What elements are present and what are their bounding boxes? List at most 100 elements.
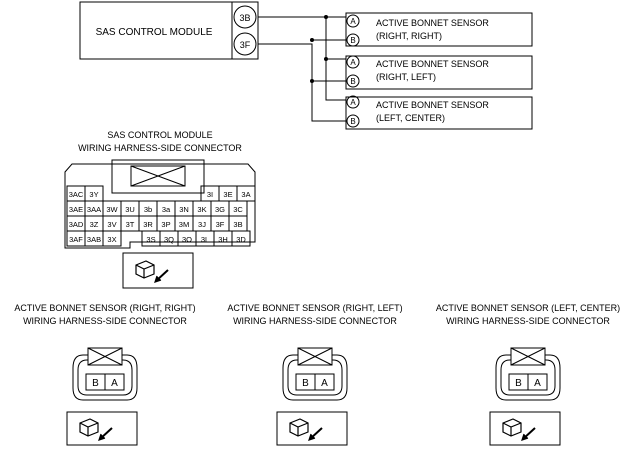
- pin-label: 3H: [218, 235, 228, 244]
- module-label: SAS CONTROL MODULE: [96, 27, 213, 38]
- pin-cell: 3Q: [159, 230, 179, 247]
- pin-label: 3Y: [89, 190, 98, 199]
- pin-cell: 3AC: [66, 185, 86, 202]
- sensor-pin-label: A: [321, 378, 328, 389]
- pin-label: 3N: [179, 205, 189, 214]
- sensor-conn-title-2: WIRING HARNESS-SIDE CONNECTOR: [446, 316, 610, 326]
- pin-cell: 3J: [192, 215, 212, 232]
- pin-label: 3AD: [69, 220, 84, 229]
- sensor-box-right-right: [345, 12, 533, 47]
- pin-cell: 3K: [192, 200, 212, 217]
- pin-label: 3b: [144, 205, 152, 214]
- pin-label: 3D: [236, 235, 246, 244]
- sas-control-module-box: [79, 1, 259, 60]
- pin-label: 3C: [233, 205, 243, 214]
- pin-label: 3AC: [69, 190, 84, 199]
- connector-view-icon: [276, 411, 348, 446]
- pin-cell: 3H: [213, 230, 233, 247]
- pin-label: 3J: [198, 220, 206, 229]
- pin-label: 3S: [146, 235, 155, 244]
- module-connector-body: [64, 159, 256, 289]
- connector-view-icon: [135, 260, 169, 283]
- pin-label: 3X: [107, 235, 116, 244]
- pin-cell: 3N: [174, 200, 194, 217]
- pin-cell: 3W: [102, 200, 122, 217]
- pin-label: 3Q: [164, 235, 174, 244]
- connector-view-icon: [489, 411, 561, 446]
- pin-cell: 3AD: [66, 215, 86, 232]
- pin-label: 3W: [106, 205, 118, 214]
- pin-label: 3AF: [69, 235, 83, 244]
- pin-label: 3P: [161, 220, 170, 229]
- pin-3f-label: 3F: [240, 40, 251, 50]
- pin-cell: 3L: [195, 230, 215, 247]
- connector-view-icon: [66, 411, 138, 446]
- sensor-conn-title-1: ACTIVE BONNET SENSOR (RIGHT, RIGHT): [14, 303, 195, 313]
- pin-cell: 3S: [141, 230, 161, 247]
- pin-label: 3U: [125, 205, 135, 214]
- pin-cell: 3P: [156, 215, 176, 232]
- pin-cell: 3Z: [84, 215, 104, 232]
- sensor-label-line1: ACTIVE BONNET SENSOR: [376, 100, 489, 110]
- pin-label: 3K: [197, 205, 206, 214]
- pin-label: 3E: [223, 190, 232, 199]
- pin-label: 3I: [207, 190, 213, 199]
- pin-cell: 3U: [120, 200, 140, 217]
- pin-label: 3G: [215, 205, 225, 214]
- sensor-pin-b: B: [350, 117, 355, 126]
- pin-cell: 3M: [174, 215, 194, 232]
- sensor-pin-label: B: [515, 378, 522, 389]
- pin-cell: 3O: [177, 230, 197, 247]
- sensor-conn-title-2: WIRING HARNESS-SIDE CONNECTOR: [233, 316, 397, 326]
- pin-cell: 3AE: [66, 200, 86, 217]
- pin-3b-circle: [233, 5, 257, 29]
- pin-label: 3a: [162, 205, 171, 214]
- pin-label: 3A: [241, 190, 250, 199]
- junction-dots: [310, 15, 328, 83]
- pin-cell: 3D: [231, 230, 251, 247]
- pin-label: 3L: [201, 235, 209, 244]
- sensor-pin-a: A: [350, 17, 356, 26]
- sensor-pin-a: A: [350, 98, 356, 107]
- pin-cell: 3G: [210, 200, 230, 217]
- sensor-pin-label: B: [302, 378, 309, 389]
- sensor-box-left-center: [345, 96, 533, 130]
- pin-cell: 3a: [156, 200, 176, 217]
- pin-cell: 3AF: [66, 230, 86, 247]
- pin-cell: 3A: [236, 185, 256, 202]
- wire-3b-branch: [325, 17, 346, 101]
- sensor-pin-label: A: [534, 378, 541, 389]
- pin-label: 3AB: [87, 235, 101, 244]
- sensor-pin-a: A: [350, 58, 356, 67]
- sensor-label-line2: (LEFT, CENTER): [376, 113, 445, 123]
- pin-label: 3F: [216, 220, 225, 229]
- pin-label: 3Z: [90, 220, 99, 229]
- pin-label: 3V: [107, 220, 116, 229]
- pin-3f-circle: [233, 32, 257, 56]
- sensor-conn-title-2: WIRING HARNESS-SIDE CONNECTOR: [23, 316, 187, 326]
- pin-cell: 3B: [228, 215, 248, 232]
- sensor-conn-title-1: ACTIVE BONNET SENSOR (LEFT, CENTER): [436, 303, 620, 313]
- sensor-pin-label: B: [92, 378, 99, 389]
- sensor-pin-label: A: [111, 378, 118, 389]
- sensor-label-line2: (RIGHT, RIGHT): [376, 31, 442, 41]
- pin-cell: 3T: [120, 215, 140, 232]
- pin-cell: 3V: [102, 215, 122, 232]
- pin-cell: 3F: [210, 215, 230, 232]
- sensor-box-right-left: [345, 55, 533, 90]
- pin-cell: 3AB: [84, 230, 104, 247]
- pin-cell: 3X: [102, 230, 122, 247]
- sensor-label-line1: ACTIVE BONNET SENSOR: [376, 59, 489, 69]
- pin-cell: 3R: [138, 215, 158, 232]
- pin-cell: 3E: [218, 185, 238, 202]
- pin-label: 3R: [143, 220, 153, 229]
- sensor-label-line1: ACTIVE BONNET SENSOR: [376, 18, 489, 28]
- pin-cell: 3Y: [84, 185, 104, 202]
- module-connector-title-1: SAS CONTROL MODULE: [107, 130, 212, 140]
- sensor-pin-b: B: [350, 36, 355, 45]
